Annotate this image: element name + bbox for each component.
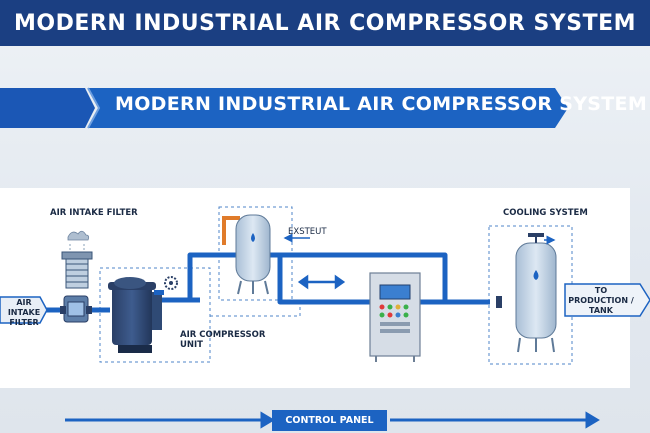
control-panel-label: CONTROL PANEL xyxy=(272,410,387,431)
bottom-flow-arrow xyxy=(65,411,600,429)
intake-filter-stack xyxy=(60,230,93,323)
compressor-zone xyxy=(99,267,211,363)
title-ribbon xyxy=(0,87,568,129)
receiver-tank xyxy=(235,214,271,295)
intake-filter-heading: AIR INTAKE FILTER xyxy=(50,208,138,218)
cooling-system-label: COOLING SYSTEM xyxy=(503,208,588,218)
compressor-unit xyxy=(108,276,178,353)
bidirectional-arrow xyxy=(297,274,346,290)
orange-pipe xyxy=(222,216,240,245)
top-title: MODERN INDUSTRIAL AIR COMPRESSOR SYSTEM xyxy=(14,10,636,36)
control-panel-text: CONTROL PANEL xyxy=(285,415,374,426)
outlet-arrow-shape xyxy=(564,283,650,317)
compressor-link-dashed xyxy=(210,300,301,317)
intake-inlet-text: AIR INTAKE FILTER xyxy=(7,298,41,327)
cooling-tank xyxy=(496,233,557,353)
inlet-arrow-shape xyxy=(0,296,48,324)
control-panel-cabinet xyxy=(369,272,421,362)
top-title-banner: MODERN INDUSTRIAL AIR COMPRESSOR SYSTEM xyxy=(0,0,650,46)
outlet-text: TO PRODUCTION / TANK xyxy=(568,286,634,315)
ribbon-title: MODERN INDUSTRIAL AIR COMPRESSOR SYSTEM xyxy=(115,93,648,115)
compressor-unit-label: AIR COMPRESSOR UNIT xyxy=(180,330,266,350)
intake-filter-inlet-label: AIR INTAKE FILTER xyxy=(4,298,44,328)
exhaust-label: EXSTEUT xyxy=(288,227,327,237)
receiver-zone xyxy=(218,206,293,301)
outlet-label: TO PRODUCTION / TANK xyxy=(566,286,636,316)
